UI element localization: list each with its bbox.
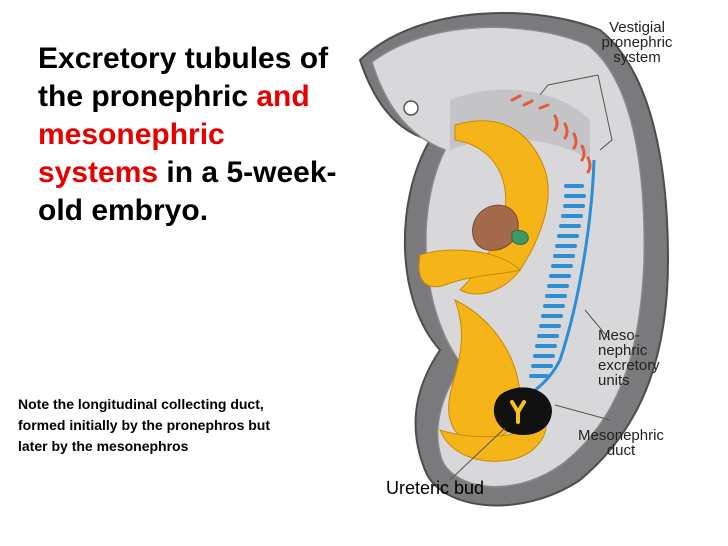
- label-meso-line-2: nephric: [598, 342, 648, 359]
- ureteric-bud-shape: [510, 400, 526, 424]
- slide-title: Excretory tubules of the pronephric and …: [38, 40, 338, 230]
- heart: [472, 204, 519, 251]
- title-part-3: in a 5-week-old embryo.: [38, 156, 337, 227]
- optic-vesicle: [403, 100, 419, 116]
- mesonephric-units: [529, 184, 586, 378]
- label-vestigial-line-2: pronephric: [601, 34, 673, 51]
- yellow-tissue-arm: [418, 249, 521, 288]
- label-meso-line-4: units: [598, 372, 630, 389]
- liver-bud: [511, 229, 529, 245]
- label-meso-line-3: excretory: [598, 357, 660, 374]
- note-text: Note the longitudinal collecting duct, f…: [18, 396, 271, 454]
- label-mesonephric-units: Meso- nephric excretory units: [598, 328, 678, 388]
- pronephric-tubules: [510, 94, 592, 174]
- title-part-1: Excretory tubules of the pronephric: [38, 42, 329, 113]
- head-region: [450, 89, 590, 160]
- yellow-tissue-upper: [454, 120, 549, 295]
- label-duct-line-1: Mesonephric: [578, 427, 664, 444]
- label-vestigial-line-3: system: [613, 49, 661, 66]
- label-vestigial-line-1: Vestigial: [609, 19, 665, 36]
- label-meso-line-1: Meso-: [598, 327, 640, 344]
- label-vestigial: Vestigial pronephric system: [592, 20, 682, 65]
- yellow-tissue-tail: [439, 419, 547, 462]
- label-mesonephric-duct: Mesonephric duct: [566, 428, 676, 458]
- leader-lines: [449, 74, 613, 481]
- title-part-red: and mesonephric systems: [38, 80, 310, 189]
- label-ureteric-bud: Ureteric bud: [386, 478, 485, 498]
- cloaca: [493, 387, 552, 436]
- label-duct-line-2: duct: [606, 442, 636, 459]
